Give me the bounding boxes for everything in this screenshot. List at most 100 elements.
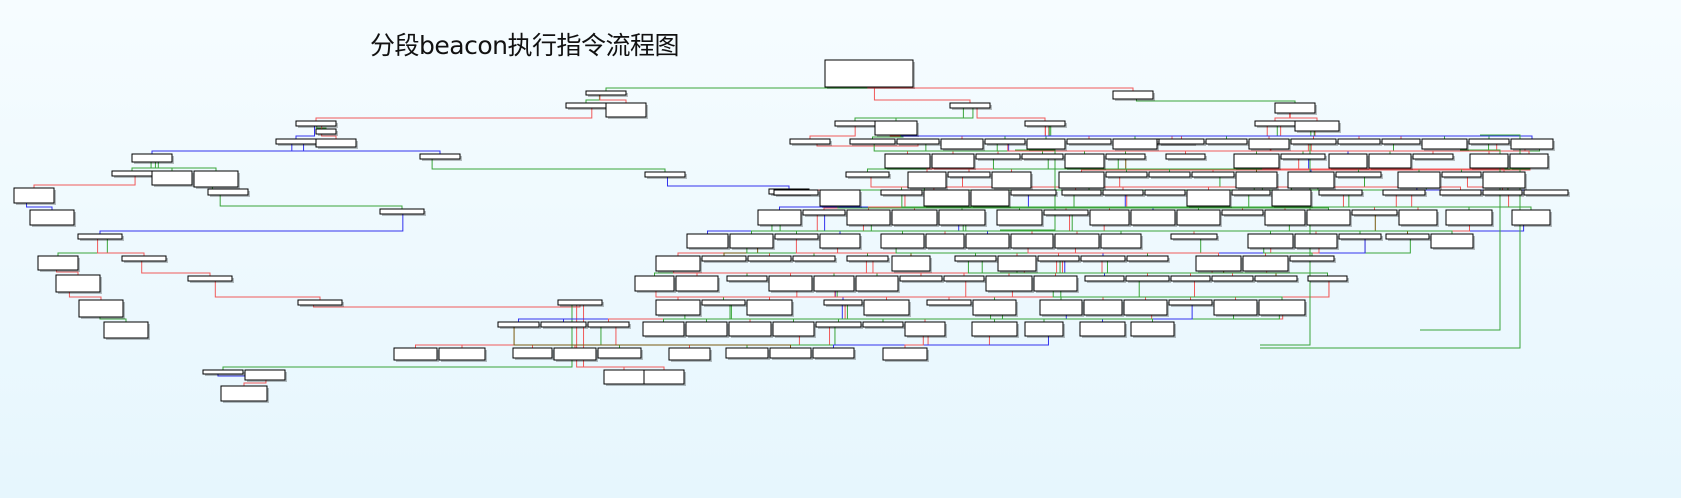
- basic-block-node[interactable]: [512, 347, 553, 359]
- basic-block-node[interactable]: [925, 233, 965, 249]
- basic-block-node[interactable]: [880, 233, 925, 249]
- basic-block-node[interactable]: [207, 188, 249, 196]
- basic-block-node[interactable]: [675, 275, 719, 292]
- basic-block-node[interactable]: [1105, 153, 1146, 160]
- basic-block-node[interactable]: [845, 171, 890, 178]
- basic-block-node[interactable]: [985, 275, 1033, 292]
- basic-block-node[interactable]: [1231, 189, 1271, 196]
- basic-block-node[interactable]: [1058, 171, 1105, 189]
- basic-block-node[interactable]: [1083, 299, 1123, 316]
- basic-block-node[interactable]: [940, 138, 984, 150]
- basic-block-node[interactable]: [1148, 171, 1191, 178]
- basic-block-node[interactable]: [943, 275, 985, 282]
- basic-block-node[interactable]: [1412, 153, 1454, 160]
- basic-block-node[interactable]: [244, 369, 286, 381]
- basic-block-node[interactable]: [1158, 138, 1205, 145]
- basic-block-node[interactable]: [1337, 138, 1381, 145]
- basic-block-node[interactable]: [603, 369, 645, 385]
- basic-block-node[interactable]: [768, 275, 813, 292]
- basic-block-node[interactable]: [1168, 299, 1213, 306]
- basic-block-node[interactable]: [991, 171, 1032, 189]
- basic-block-node[interactable]: [419, 153, 461, 160]
- basic-block-node[interactable]: [297, 299, 343, 306]
- basic-block-node[interactable]: [655, 299, 701, 316]
- basic-block-node[interactable]: [1254, 275, 1298, 282]
- basic-block-node[interactable]: [882, 347, 928, 361]
- basic-block-node[interactable]: [824, 59, 914, 88]
- basic-block-node[interactable]: [655, 255, 701, 272]
- basic-block-node[interactable]: [1290, 138, 1337, 145]
- basic-block-node[interactable]: [315, 138, 357, 148]
- basic-block-node[interactable]: [1421, 138, 1468, 150]
- basic-block-node[interactable]: [634, 275, 675, 292]
- basic-block-node[interactable]: [1126, 255, 1169, 262]
- basic-block-node[interactable]: [815, 321, 862, 328]
- basic-block-node[interactable]: [1125, 275, 1170, 282]
- basic-block-node[interactable]: [1039, 299, 1083, 316]
- basic-block-node[interactable]: [970, 189, 1010, 207]
- basic-block-node[interactable]: [874, 120, 918, 136]
- basic-block-node[interactable]: [1054, 233, 1100, 249]
- basic-block-node[interactable]: [497, 321, 540, 328]
- basic-block-node[interactable]: [1066, 138, 1112, 145]
- basic-block-node[interactable]: [1033, 275, 1078, 292]
- basic-block-node[interactable]: [701, 255, 747, 262]
- basic-block-node[interactable]: [1398, 209, 1438, 226]
- basic-block-node[interactable]: [862, 321, 904, 328]
- basic-block-node[interactable]: [1247, 233, 1294, 249]
- basic-block-node[interactable]: [971, 321, 1018, 337]
- basic-block-node[interactable]: [315, 128, 337, 135]
- basic-block-node[interactable]: [757, 209, 802, 226]
- basic-block-node[interactable]: [1102, 189, 1144, 196]
- basic-block-node[interactable]: [923, 189, 970, 207]
- basic-block-node[interactable]: [1441, 171, 1482, 178]
- basic-block-node[interactable]: [747, 255, 792, 262]
- basic-block-node[interactable]: [1280, 153, 1326, 160]
- basic-block-node[interactable]: [701, 299, 746, 306]
- basic-block-node[interactable]: [1130, 321, 1175, 337]
- basic-block-node[interactable]: [1523, 189, 1569, 196]
- basic-block-node[interactable]: [1100, 233, 1142, 249]
- basic-block-node[interactable]: [949, 102, 991, 109]
- basic-block-node[interactable]: [1482, 171, 1526, 189]
- basic-block-node[interactable]: [1112, 138, 1158, 150]
- basic-block-node[interactable]: [1397, 171, 1441, 189]
- basic-block-node[interactable]: [938, 209, 986, 226]
- basic-block-node[interactable]: [1469, 153, 1509, 169]
- basic-block-node[interactable]: [13, 187, 55, 204]
- basic-block-node[interactable]: [1258, 299, 1306, 316]
- basic-block-node[interactable]: [746, 299, 793, 316]
- basic-block-node[interactable]: [379, 208, 425, 215]
- basic-block-node[interactable]: [55, 274, 101, 293]
- basic-block-node[interactable]: [819, 233, 861, 249]
- basic-block-node[interactable]: [1318, 189, 1363, 196]
- basic-block-node[interactable]: [1509, 153, 1549, 169]
- basic-block-node[interactable]: [997, 255, 1037, 272]
- basic-block-node[interactable]: [1338, 233, 1382, 240]
- basic-block-node[interactable]: [896, 138, 940, 145]
- basic-block-node[interactable]: [1335, 171, 1382, 178]
- basic-block-node[interactable]: [685, 321, 728, 337]
- basic-block-node[interactable]: [643, 369, 685, 385]
- basic-block-node[interactable]: [557, 299, 603, 306]
- basic-block-node[interactable]: [819, 189, 861, 207]
- basic-block-node[interactable]: [1307, 275, 1348, 282]
- basic-block-node[interactable]: [907, 171, 947, 189]
- basic-block-node[interactable]: [774, 233, 819, 240]
- basic-block-node[interactable]: [1105, 171, 1148, 178]
- basic-block-node[interactable]: [1382, 189, 1426, 196]
- basic-block-node[interactable]: [1061, 189, 1102, 196]
- basic-block-node[interactable]: [1043, 209, 1089, 216]
- basic-block-node[interactable]: [846, 255, 889, 262]
- basic-block-node[interactable]: [904, 321, 946, 337]
- basic-block-node[interactable]: [1064, 153, 1105, 169]
- basic-block-node[interactable]: [540, 321, 587, 328]
- basic-block-node[interactable]: [1306, 209, 1351, 226]
- basic-block-node[interactable]: [605, 102, 647, 118]
- basic-block-node[interactable]: [772, 321, 815, 337]
- basic-block-node[interactable]: [1037, 255, 1080, 262]
- basic-block-node[interactable]: [587, 321, 630, 328]
- basic-block-node[interactable]: [931, 153, 975, 169]
- basic-block-node[interactable]: [1191, 171, 1235, 178]
- basic-block-node[interactable]: [1287, 171, 1335, 189]
